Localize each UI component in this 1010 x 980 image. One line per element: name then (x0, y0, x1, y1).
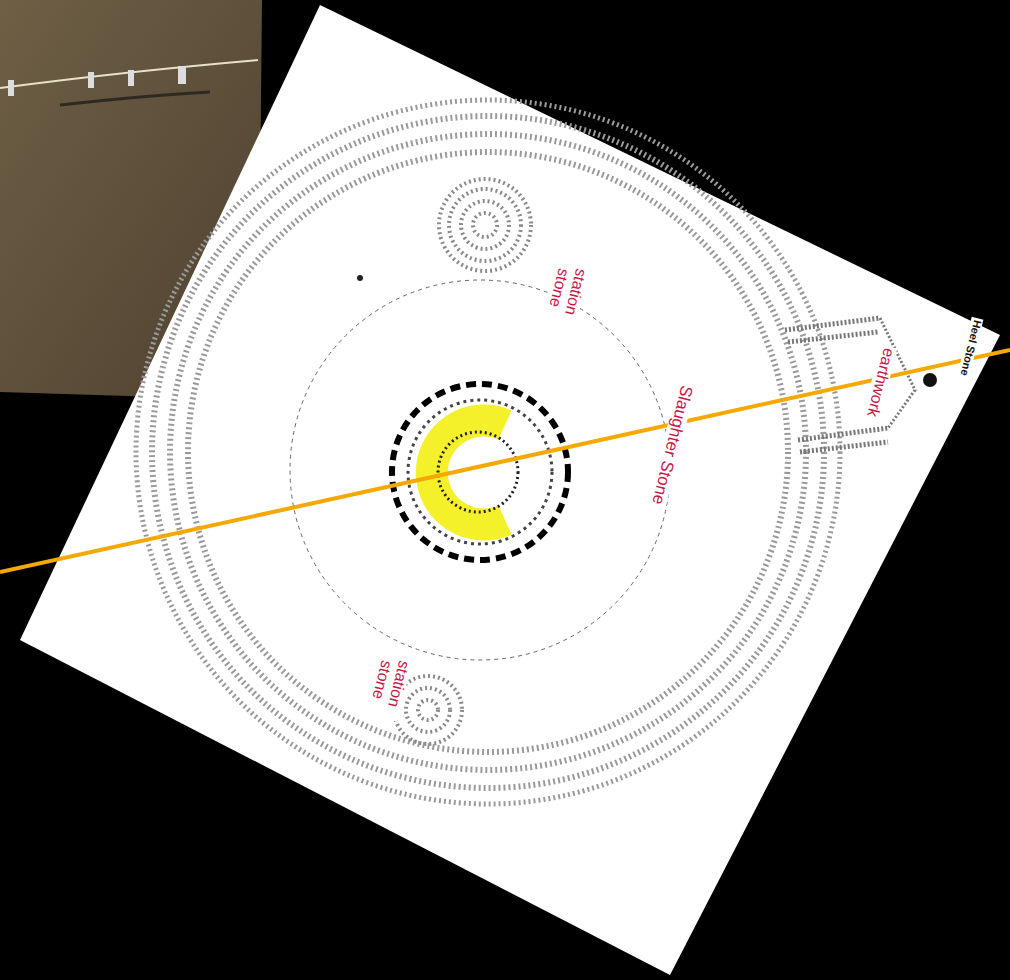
sarsen-circle (392, 384, 568, 560)
solstice-axis (0, 350, 1010, 572)
bluestone-circle (408, 400, 552, 544)
plan-sheet (20, 5, 1000, 975)
bank-and-ditch (136, 100, 840, 804)
heel-stone-dot (923, 373, 937, 387)
post-hole (357, 275, 363, 281)
aubrey-ring (290, 280, 670, 660)
